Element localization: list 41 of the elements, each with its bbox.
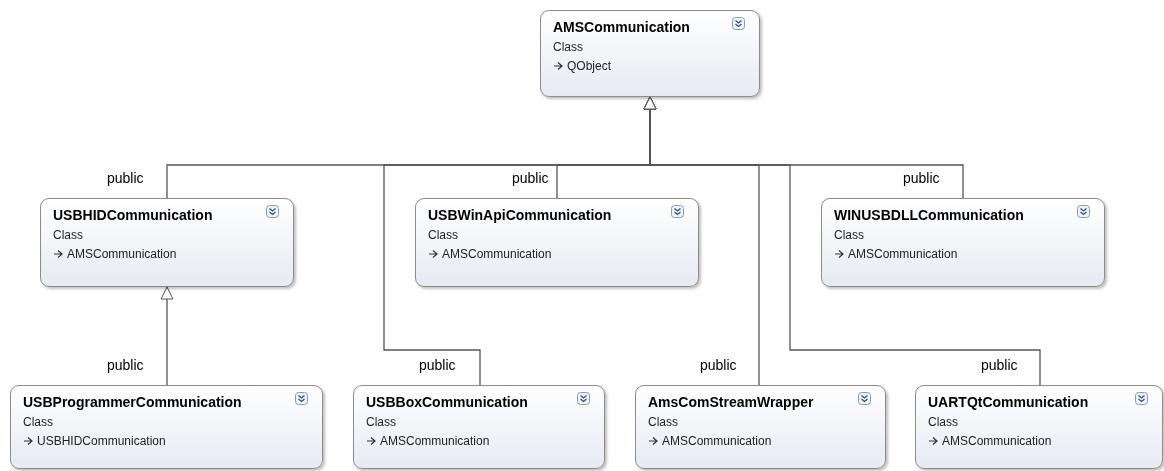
class-name: AmsComStreamWrapper <box>648 394 814 410</box>
class-name: USBHIDCommunication <box>53 207 213 223</box>
class-box <box>353 385 605 469</box>
base-class-name: AMSCommunication <box>67 247 177 261</box>
inheritance-connector <box>643 96 964 199</box>
edge-label: public <box>107 357 144 373</box>
edge-label: public <box>512 170 549 186</box>
class-kind: Class <box>834 228 864 242</box>
class-box <box>40 198 294 287</box>
base-class-name: AMSCommunication <box>380 434 490 448</box>
class-name: WINUSBDLLCommunication <box>834 207 1024 223</box>
edge-label: public <box>419 357 456 373</box>
base-class-name: QObject <box>567 59 611 73</box>
base-class-name: AMSCommunication <box>942 434 1052 448</box>
class-kind: Class <box>553 40 583 54</box>
class-box <box>540 10 760 97</box>
class-name: AMSCommunication <box>553 19 690 35</box>
base-class-name: AMSCommunication <box>848 247 958 261</box>
class-name: USBProgrammerCommunication <box>23 394 242 410</box>
class-kind: Class <box>648 415 678 429</box>
class-kind: Class <box>928 415 958 429</box>
edge-label: public <box>700 357 737 373</box>
inheritance-connector <box>160 286 174 386</box>
edge-label: public <box>903 170 940 186</box>
class-kind: Class <box>428 228 458 242</box>
class-kind: Class <box>53 228 83 242</box>
base-class-name: AMSCommunication <box>662 434 772 448</box>
class-box <box>915 385 1163 469</box>
base-class-name: USBHIDCommunication <box>37 434 166 448</box>
base-class-name: AMSCommunication <box>442 247 552 261</box>
edge-label: public <box>107 170 144 186</box>
class-name: USBWinApiCommunication <box>428 207 612 223</box>
class-name: USBBoxCommunication <box>366 394 528 410</box>
edge-label: public <box>981 357 1018 373</box>
class-box <box>10 385 323 469</box>
class-kind: Class <box>366 415 396 429</box>
class-box <box>821 198 1105 287</box>
class-name: UARTQtCommunication <box>928 394 1089 410</box>
class-kind: Class <box>23 415 53 429</box>
class-box <box>415 198 699 287</box>
class-box <box>635 385 886 469</box>
